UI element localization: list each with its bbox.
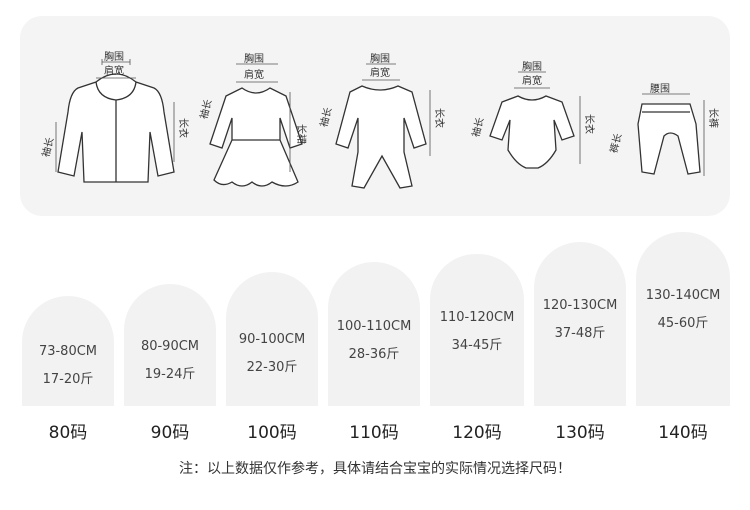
sleeve-label: 袖长	[317, 106, 335, 129]
waist-label: 腰围	[650, 83, 670, 95]
weight-range: 22-30斤	[246, 360, 298, 375]
size-card-80: 73-80CM 17-20斤	[22, 296, 114, 406]
length-label: 长衣	[177, 118, 190, 138]
skirt-length-label: 长裙	[295, 124, 308, 144]
weight-range: 34-45斤	[451, 338, 503, 353]
sleeve-label: 袖长	[469, 116, 487, 139]
height-range: 110-120CM	[439, 310, 515, 325]
pants-length-label: 裤长	[607, 132, 625, 155]
pants-diagram: 腰围 裤长 长裤	[607, 52, 720, 202]
size-label-120: 120码	[452, 423, 502, 443]
size-label-140: 140码	[658, 423, 708, 443]
pants-side-label: 长裤	[707, 108, 720, 128]
sleeve-label: 袖长	[39, 136, 57, 159]
shoulder-label: 肩宽	[104, 64, 124, 77]
size-label-100: 100码	[247, 423, 297, 443]
dress-diagram: 胸围 肩宽 袖长 长裙	[197, 52, 316, 202]
height-range: 73-80CM	[38, 344, 98, 359]
size-card-130: 120-130CM 37-48斤	[534, 242, 626, 406]
height-range: 120-130CM	[542, 298, 618, 313]
size-card-90: 80-90CM 19-24斤	[124, 284, 216, 406]
chest-label: 胸围	[104, 50, 124, 63]
weight-range: 45-60斤	[657, 316, 709, 331]
chest-label: 胸围	[522, 60, 542, 73]
reference-note: 注：以上数据仅作参考，具体请结合宝宝的实际情况选择尺码！	[179, 461, 571, 477]
height-range: 100-110CM	[336, 319, 412, 334]
size-card-140: 130-140CM 45-60斤	[636, 232, 730, 406]
shoulder-label: 肩宽	[522, 74, 542, 87]
measurement-diagram-panel: 胸围 肩宽 袖长 长衣 胸围 肩宽 袖长 长裙	[20, 16, 730, 216]
size-label-130: 130码	[555, 423, 605, 443]
romper-diagram: 胸围 肩宽 袖长 长衣	[316, 52, 446, 202]
size-label-80: 80码	[48, 423, 88, 443]
shoulder-label: 肩宽	[244, 68, 264, 81]
chest-label: 胸围	[370, 52, 390, 65]
length-label: 长衣	[433, 108, 446, 128]
weight-range: 37-48斤	[554, 326, 606, 341]
weight-range: 19-24斤	[144, 367, 196, 382]
size-card-110: 100-110CM 28-36斤	[328, 262, 420, 406]
jacket-diagram: 胸围 肩宽 袖长 长衣	[39, 50, 190, 202]
bodysuit-diagram: 胸围 肩宽 袖长 长衣	[468, 52, 598, 202]
size-label-90: 90码	[150, 423, 190, 443]
weight-range: 17-20斤	[42, 372, 94, 387]
size-card-100: 90-100CM 22-30斤	[226, 272, 318, 406]
size-card-120: 110-120CM 34-45斤	[430, 254, 524, 406]
length-label: 长衣	[583, 114, 596, 134]
height-range: 80-90CM	[140, 339, 200, 354]
chest-label: 胸围	[244, 52, 264, 65]
height-range: 90-100CM	[238, 332, 306, 347]
size-label-110: 110码	[349, 423, 399, 443]
sleeve-label: 袖长	[197, 98, 215, 121]
height-range: 130-140CM	[645, 288, 721, 303]
weight-range: 28-36斤	[348, 347, 400, 362]
shoulder-label: 肩宽	[370, 66, 390, 79]
